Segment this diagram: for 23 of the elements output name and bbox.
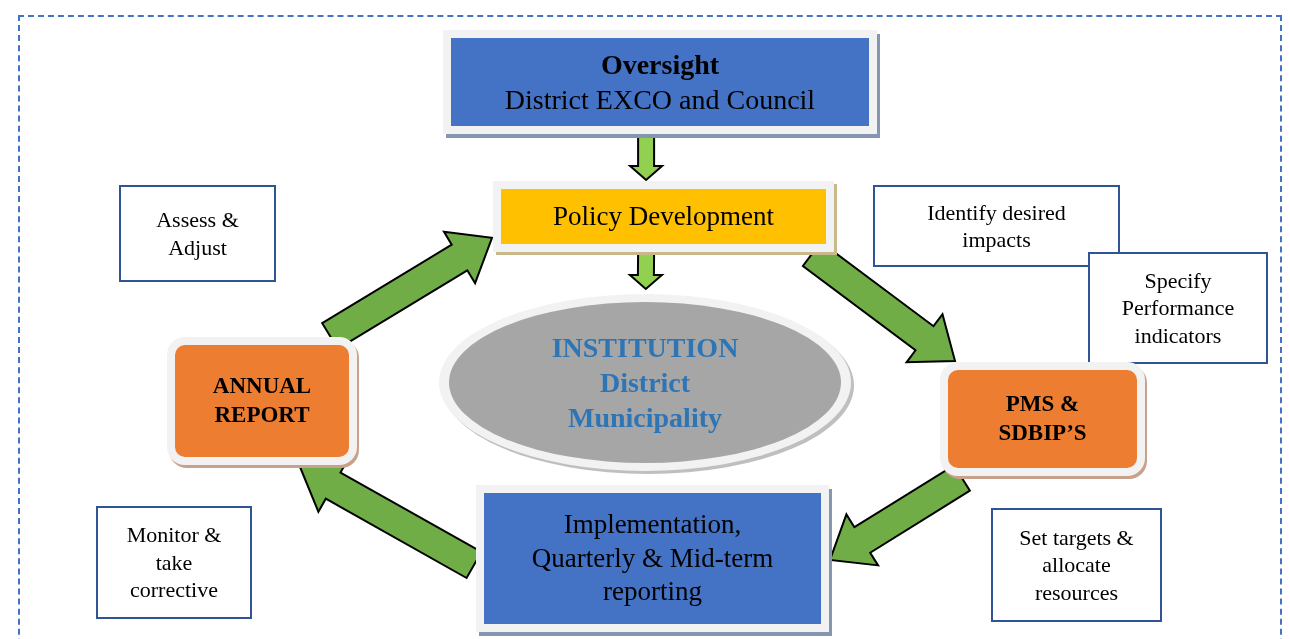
- box-text: INSTITUTION: [551, 331, 739, 365]
- note-box: [119, 185, 276, 282]
- box-text: Specify Performance indicators: [1120, 266, 1236, 350]
- rounded-box: [167, 337, 357, 465]
- box-title: Oversight: [600, 48, 720, 82]
- note-box: [1088, 252, 1268, 364]
- note-box: [991, 508, 1162, 622]
- note-box: [96, 506, 252, 619]
- block-arrow: [627, 252, 665, 291]
- box-text: Assess & Adjust: [155, 206, 240, 261]
- box-text: District EXCO and Council: [504, 83, 816, 117]
- box-text: PMS & SDBIP’S: [997, 390, 1088, 447]
- box-text: Set targets & allocate resources: [1018, 523, 1135, 607]
- block-arrow: [627, 135, 665, 182]
- box-text: Implementation, Quarterly & Mid-term reporting: [530, 507, 775, 609]
- box-text: Identify desired impacts: [926, 198, 1067, 254]
- box-text: District Municipality: [567, 366, 723, 435]
- box-text: Monitor & take corrective: [125, 521, 223, 604]
- box-text: Policy Development: [552, 199, 775, 233]
- process-box: [493, 181, 834, 252]
- box-text: ANNUAL REPORT: [211, 372, 313, 429]
- rounded-box: [940, 362, 1145, 476]
- note-box: [873, 185, 1120, 267]
